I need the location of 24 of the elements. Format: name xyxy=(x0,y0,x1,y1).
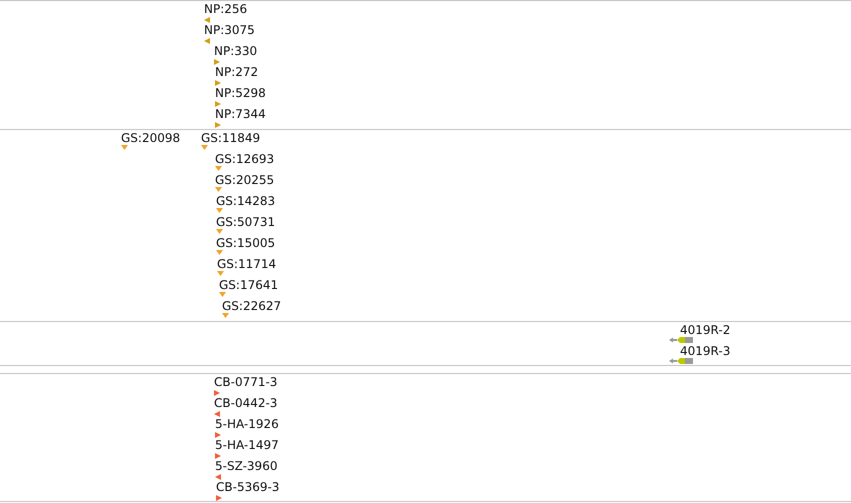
feature-label: GS:12693 xyxy=(215,152,274,166)
feature-label: GS:20255 xyxy=(215,172,274,186)
feature-label: GS:17641 xyxy=(219,278,278,292)
feature-label: CB-0442-3 xyxy=(214,396,278,410)
feature-label: 5-SZ-3960 xyxy=(215,459,278,473)
feature-label: NP:272 xyxy=(215,64,258,78)
feature-label: GS:15005 xyxy=(216,236,276,250)
feature-label: GS:50731 xyxy=(216,214,276,228)
feature-label: GS:22627 xyxy=(222,298,282,312)
feature-label: NP:256 xyxy=(204,2,248,16)
feature-label: NP:330 xyxy=(214,44,258,58)
feature-label: GS:11849 xyxy=(201,130,260,144)
feature-label: GS:14283 xyxy=(216,194,276,208)
feature-label: 4019R-3 xyxy=(680,344,730,358)
feature-label: 5-HA-1497 xyxy=(215,438,279,452)
feature-label: NP:7344 xyxy=(215,106,266,120)
feature-label: NP:3075 xyxy=(204,22,255,36)
feature-label: NP:5298 xyxy=(215,86,266,100)
feature-label: 5-HA-1926 xyxy=(215,417,279,431)
feature-label: CB-5369-3 xyxy=(216,480,280,494)
feature-label: GS:20098 xyxy=(121,130,180,144)
feature-label: GS:11714 xyxy=(217,256,276,270)
feature-label: 4019R-2 xyxy=(680,322,730,336)
feature-label: CB-0771-3 xyxy=(214,375,278,389)
